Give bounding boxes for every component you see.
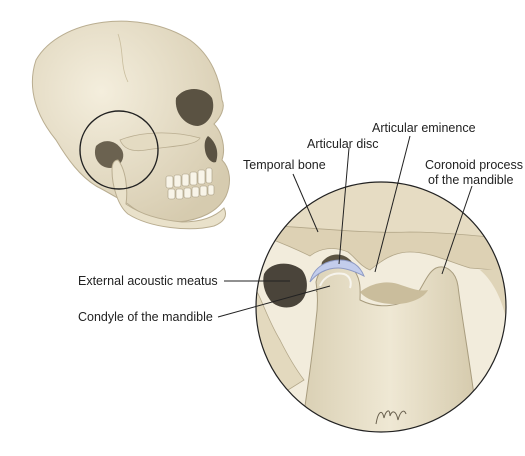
label-temporal-bone: Temporal bone bbox=[243, 158, 326, 172]
leader-lines bbox=[217, 135, 473, 318]
labels: Articular eminence Articular disc Tempor… bbox=[78, 121, 523, 324]
meatus-cavity bbox=[263, 263, 307, 308]
nasal-cavity bbox=[204, 136, 218, 163]
leader-coronoid-process bbox=[441, 185, 473, 275]
label-articular-disc: Articular disc bbox=[307, 137, 379, 151]
skull-suture bbox=[117, 33, 129, 83]
label-coronoid-process-line1: Coronoid process bbox=[425, 158, 523, 172]
label-external-acoustic-meatus: External acoustic meatus bbox=[78, 274, 218, 288]
posterior-bone bbox=[480, 268, 506, 330]
tympanic-plate bbox=[256, 289, 305, 421]
label-coronoid-process-line2: of the mandible bbox=[428, 173, 514, 187]
articular-disc-shape bbox=[309, 259, 365, 283]
zoom-view bbox=[255, 181, 507, 433]
label-articular-eminence: Articular eminence bbox=[372, 121, 476, 135]
zygomatic-arch bbox=[119, 132, 201, 152]
skull-magnifier-ring bbox=[79, 110, 159, 190]
leader-articular-disc bbox=[338, 147, 350, 265]
skull-mandible bbox=[111, 159, 227, 230]
skull-teeth bbox=[165, 167, 215, 200]
temporal-bone-lower bbox=[256, 223, 506, 273]
mandible-ramus bbox=[299, 262, 481, 432]
leader-temporal-bone bbox=[292, 173, 319, 233]
artist-signature bbox=[375, 410, 407, 425]
sigmoid-notch bbox=[360, 282, 428, 304]
leader-condyle bbox=[217, 285, 331, 318]
label-condyle-of-mandible: Condyle of the mandible bbox=[78, 310, 213, 324]
cranium bbox=[32, 20, 230, 223]
leader-articular-eminence bbox=[374, 135, 411, 273]
condyle-highlight bbox=[319, 272, 352, 289]
orbit bbox=[175, 89, 214, 126]
skull-illustration bbox=[32, 20, 230, 230]
